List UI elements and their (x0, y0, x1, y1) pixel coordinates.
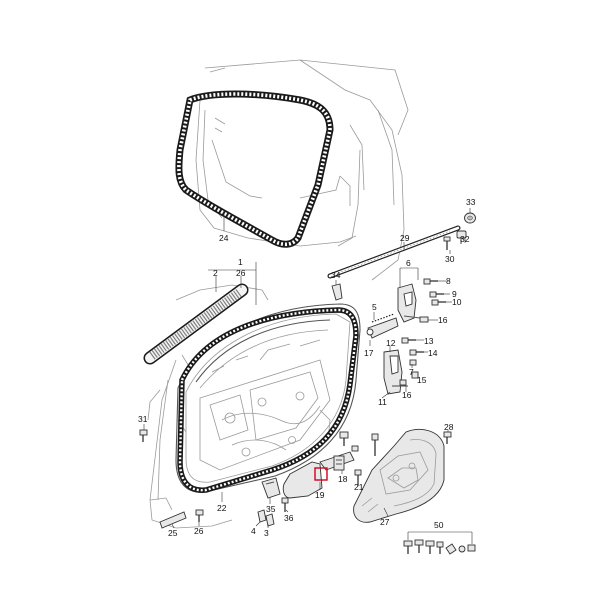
cap-33 (464, 212, 476, 224)
strip-25 (159, 511, 187, 529)
callout-6: 6 (406, 258, 411, 268)
callout-34: 34 (331, 270, 341, 280)
callout-19: 19 (315, 490, 325, 500)
body-seal-24 (175, 90, 334, 248)
bracket-35 (261, 477, 281, 499)
door-trim-27 (353, 428, 445, 523)
screw-36 (281, 497, 289, 512)
callout-16-upper: 16 (438, 315, 448, 325)
bolts-lower-hinge (399, 337, 424, 386)
door-seal-22 (177, 307, 359, 493)
callout-5: 5 (372, 302, 377, 312)
check-rod-29 (327, 225, 461, 279)
callout-29: 29 (400, 233, 410, 243)
callout-22: 22 (217, 503, 227, 513)
callout-24: 24 (219, 233, 229, 243)
callout-3: 3 (264, 528, 269, 538)
clip-near-door (339, 431, 379, 486)
pin-34 (331, 283, 343, 301)
leader-lines (143, 208, 473, 544)
clip-31 (139, 429, 148, 442)
callout-32: 32 (460, 234, 470, 244)
callout-8: 8 (446, 276, 451, 286)
callout-26-top: 26 (236, 268, 246, 278)
callout-4: 4 (251, 526, 256, 536)
seal-strip-26 (143, 283, 249, 365)
callout-7: 7 (409, 367, 414, 377)
callout-50: 50 (434, 520, 444, 530)
callout-10: 10 (452, 297, 462, 307)
callout-35: 35 (266, 504, 276, 514)
callout-25: 25 (168, 528, 178, 538)
callout-11: 11 (378, 397, 387, 407)
highlight-box-19 (314, 467, 328, 481)
hinge-6 (397, 283, 421, 323)
bolts-upper-hinge (419, 278, 446, 323)
callout-15: 15 (417, 375, 427, 385)
check-strap-17 (366, 313, 399, 339)
screw-30 (443, 236, 451, 250)
clip-26-lower (195, 509, 204, 522)
callout-2: 2 (213, 268, 218, 278)
callout-26-lower: 26 (194, 526, 204, 536)
pins-3-4 (257, 509, 275, 527)
callout-14: 14 (428, 348, 438, 358)
callout-31: 31 (138, 414, 148, 424)
clip-28 (443, 431, 452, 444)
callout-13: 13 (424, 336, 434, 346)
hinge-11 (383, 349, 408, 395)
callout-27: 27 (380, 517, 390, 527)
callout-1: 1 (238, 257, 243, 267)
callout-9: 9 (452, 289, 457, 299)
callout-16-lower: 16 (402, 390, 412, 400)
bracket-18 (319, 451, 355, 471)
callout-28: 28 (444, 422, 454, 432)
callout-labels: 1 2 26 24 29 33 32 30 34 6 8 9 10 16 5 1… (138, 197, 476, 538)
callout-33: 33 (466, 197, 476, 207)
callout-21: 21 (354, 482, 364, 492)
bolt-32 (456, 230, 467, 244)
callout-17: 17 (364, 348, 374, 358)
fastener-kit-50 (403, 539, 476, 555)
callout-36: 36 (284, 513, 294, 523)
callout-18: 18 (338, 474, 348, 484)
callout-12: 12 (386, 338, 396, 348)
callout-30: 30 (445, 254, 455, 264)
